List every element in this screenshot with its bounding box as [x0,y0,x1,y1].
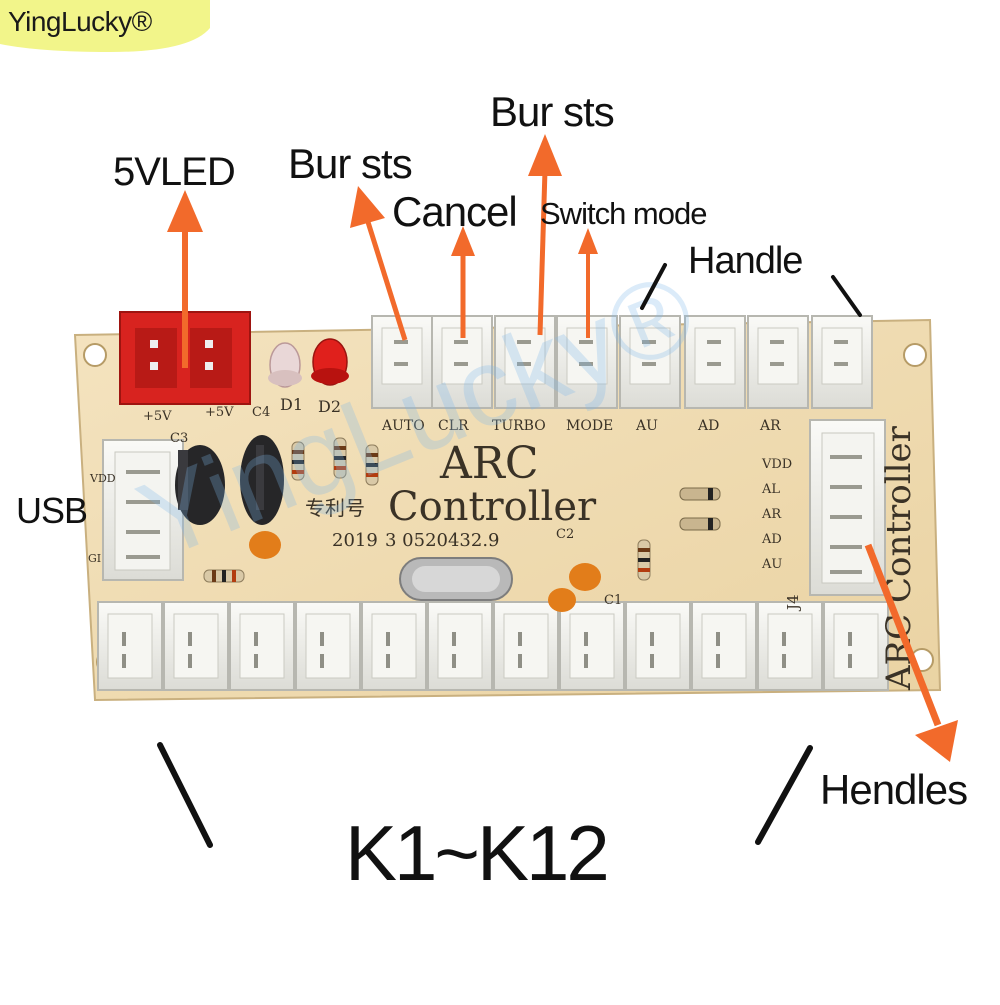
pointer-line-keys-right [755,745,813,845]
key-header-connector [493,601,559,691]
key-header-connector [757,601,823,691]
button-header-connector [684,315,746,409]
board-patent-label: 专利号 [305,496,365,520]
key-header-connector [295,601,361,691]
usb-pin-label: VDD [89,472,116,485]
pointer-line-handle-right [831,275,862,317]
label-bursts-top: Bur sts [490,88,615,135]
label-handles-right: Hendles [820,766,968,813]
board-side-text: ARC Controller [879,425,919,691]
power-label: +5V [205,405,234,420]
arrow-switch-mode [578,228,598,338]
label-handle: Handle [688,240,803,282]
electrolytic-capacitor [175,445,225,525]
pin-label: AU [761,557,782,572]
diode [679,487,721,501]
arrow-handles [864,543,958,762]
led-d2 [311,338,349,386]
key-header-connector [559,601,625,691]
label-cancel: Cancel [392,188,518,235]
resistor [203,569,245,583]
resistor [291,441,305,481]
resistor [333,437,347,479]
button-header-connector [494,315,556,409]
cap-label: C2 [556,527,574,542]
pin-label: AU [635,418,658,434]
arrow-bursts-left [350,186,408,341]
ceramic-capacitor [569,563,601,591]
resistor [365,444,379,486]
label-usb: USB [16,490,88,531]
pin-label: AD [761,532,782,547]
crystal-oscillator [399,557,513,601]
board-patent-number: 3 0520432.9 [385,530,500,551]
power-label: +5V [143,409,172,424]
pin-label: AR [759,418,781,434]
pin-label: AUTO [381,418,425,434]
pin-label: TURBO [492,418,546,434]
board-title-arc: ARC [439,438,539,489]
board-title-controller: Controller [388,484,597,530]
label-5vled: 5VLED [113,150,236,194]
brand-badge: YingLucky® [0,0,210,52]
cap-label: C4 [252,405,270,420]
key-header-connector [823,601,889,691]
pin-label: AD [697,418,719,434]
label-bursts-left: Bur sts [288,140,413,187]
arrow-cancel [451,226,475,338]
arrow-bursts-top [528,134,562,336]
key-header-connector [97,601,163,691]
usb-pin-label: GI [88,552,101,565]
board-j4-label: J4 [784,594,802,612]
arrow-5vled [167,190,203,368]
pointer-line-handle-left [640,263,667,310]
pin-label: CLR [438,418,469,434]
diode [679,517,721,531]
pin-label: VDD [761,457,792,472]
led-d1 [268,342,302,388]
key-header-connector [691,601,757,691]
button-header-connector [811,315,873,409]
key-header-connector [427,601,493,691]
cap-label: C1 [604,593,622,608]
key-header-connector [163,601,229,691]
key-header-connector [361,601,427,691]
pin-label: MODE [566,418,613,434]
diode-label: D2 [318,397,341,416]
diode-label: D1 [280,395,303,414]
pointer-line-keys-left [157,742,213,848]
brand-name: YingLucky® [8,6,152,37]
button-header-connector [619,315,681,409]
label-switch-mode: Switch mode [540,196,707,231]
label-keys: K1~K12 [345,809,610,897]
button-header-connector [747,315,809,409]
board-year: 2019 [332,530,378,551]
electrolytic-capacitor [240,435,284,525]
pin-label: AL [761,482,780,497]
brand-badge-shape [0,0,210,52]
pin-label: AR [761,507,782,522]
mounting-hole [903,343,927,367]
ceramic-capacitor [548,588,576,612]
mounting-hole [83,343,107,367]
key-header-connector [625,601,691,691]
key-header-connector [229,601,295,691]
cap-label: C3 [170,431,188,446]
resistor [637,539,651,581]
ceramic-capacitor [249,531,281,559]
